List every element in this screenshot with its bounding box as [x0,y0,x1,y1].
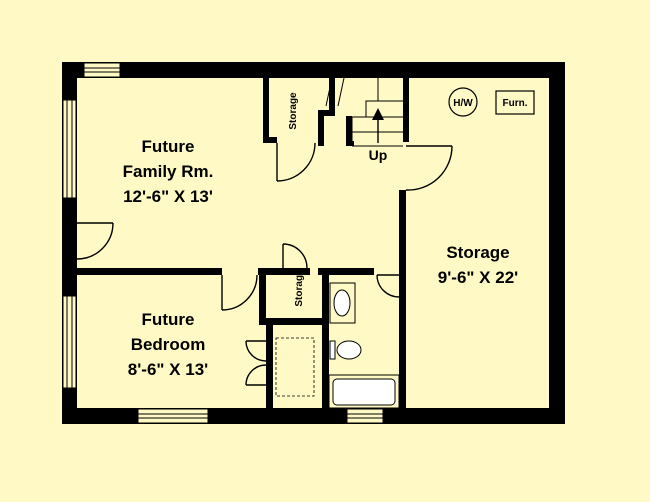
bedroom-label: Future Bedroom 8'-6" X 13' [128,310,208,379]
window-top-left [83,62,121,78]
stair-up-arrow [372,108,384,143]
door-closet-double [245,340,267,386]
storage-closet-mid-label: Storage [294,269,305,307]
water-heater: H/W [448,87,478,117]
sink [329,282,356,324]
door-stair-storage [405,145,453,191]
storage-room-name: Storage [446,243,509,262]
storage-room-dimensions: 9'-6" X 22' [438,268,518,287]
family-room-line1: Future [142,137,195,156]
storage-closet-top-label: Storage [288,92,299,130]
bedroom-line1: Future [142,310,195,329]
family-room-dimensions: 12'-6" X 13' [123,187,213,206]
window-left-upper [62,99,77,199]
door-storage-closet-mid [282,243,308,269]
stair-up-label: Up [369,147,388,163]
door-bath [376,274,400,298]
storage-room-label: Storage 9'-6" X 22' [438,243,518,287]
water-heater-label: H/W [453,98,473,109]
furnace-label: Furn. [503,98,528,109]
bathtub [328,374,400,409]
doors [76,142,453,386]
window-bottom-bedroom [137,408,209,424]
bathroom-fixtures [328,282,400,409]
furnace: Furn. [495,90,535,115]
door-storage-top [276,142,316,182]
toilet [329,340,362,360]
family-room-line2: Family Rm. [123,162,214,181]
door-exterior-left [76,222,114,260]
window-left-lower [62,295,77,389]
window-bottom-bath [346,408,384,424]
door-bedroom [221,274,258,311]
closet-shelf-outline [275,337,315,397]
windows [62,62,384,424]
bedroom-line2: Bedroom [131,335,206,354]
family-room-label: Future Family Rm. 12'-6" X 13' [123,137,214,206]
interior-walls [70,78,409,410]
bedroom-dimensions: 8'-6" X 13' [128,360,208,379]
